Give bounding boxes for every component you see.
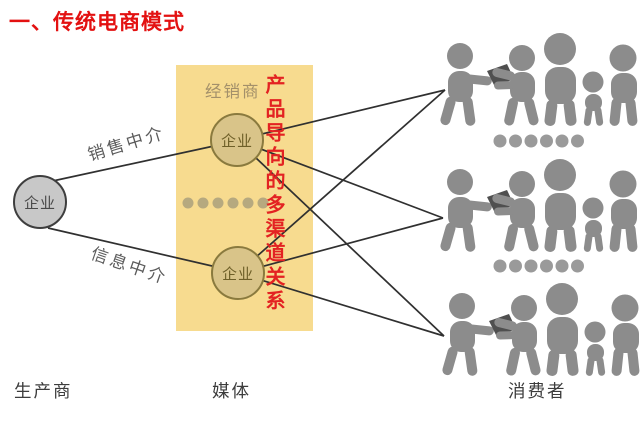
media-node-bottom-label: 企业 bbox=[221, 265, 254, 283]
media-column-label: 媒体 bbox=[212, 381, 251, 401]
consumer-group-1-icon bbox=[439, 33, 638, 127]
consumer-group-3-icon bbox=[441, 283, 640, 377]
consumers-column-label: 消费者 bbox=[508, 381, 567, 401]
producer-node-label: 企业 bbox=[23, 194, 56, 212]
consumer-group-2-icon bbox=[439, 159, 638, 253]
producer-node: 企业 bbox=[13, 175, 67, 229]
media-node-top: 企业 bbox=[210, 113, 264, 167]
producer-media-links bbox=[47, 140, 239, 273]
media-node-top-label: 企业 bbox=[220, 132, 253, 150]
media-node-bottom: 企业 bbox=[211, 246, 265, 300]
media-consumer-links bbox=[236, 89, 446, 337]
consumer-ellipsis-dots-1 bbox=[493, 134, 584, 148]
page-title: 一、传统电商模式 bbox=[9, 11, 185, 34]
channel-annotation: 产品导向的多渠道关系 bbox=[262, 74, 284, 314]
media-ellipsis-dots bbox=[182, 197, 269, 209]
distributor-box-label: 经销商 bbox=[205, 83, 261, 101]
consumer-ellipsis-dots-2 bbox=[493, 259, 584, 273]
producer-column-label: 生产商 bbox=[14, 381, 73, 401]
